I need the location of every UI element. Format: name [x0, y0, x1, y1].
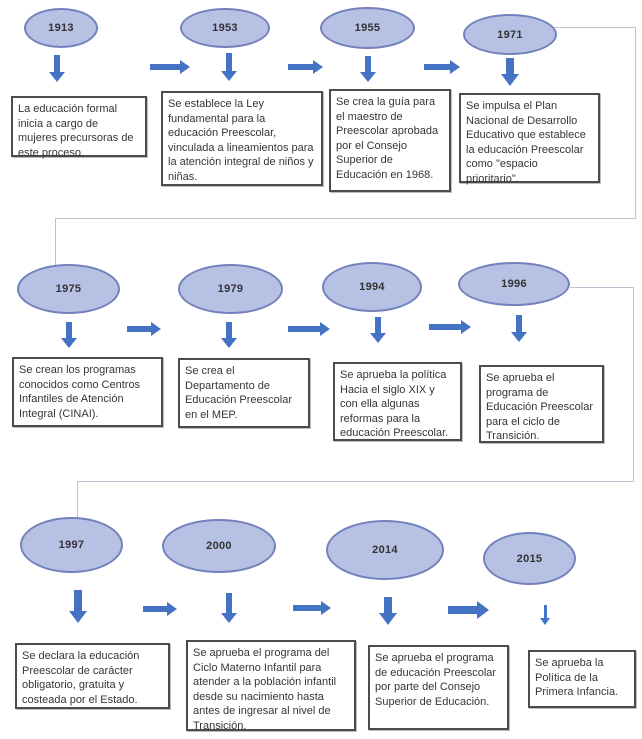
down-arrow-2015: [540, 605, 550, 625]
flow-arrow-1913-1953: [150, 60, 190, 74]
event-box-1994: Se aprueba la política Hacia el siglo XI…: [333, 362, 462, 441]
event-box-1913: La educación formal inicia a cargo de mu…: [11, 96, 147, 159]
flow-arrow-1997-2000: [143, 602, 177, 616]
year-label-1979: 1979: [217, 283, 244, 295]
flow-arrow-2000-2014: [293, 601, 331, 615]
year-ellipse-2015: 2015: [483, 532, 576, 585]
event-box-2014: Se aprueba el programa de educación Pree…: [368, 645, 509, 730]
down-arrow-2000: [221, 593, 237, 623]
event-box-2015: Se aprueba la Política de la Primera Inf…: [528, 650, 636, 708]
year-ellipse-1996: 1996: [458, 262, 570, 306]
down-arrow-1955: [360, 56, 376, 82]
year-ellipse-1971: 1971: [463, 14, 557, 55]
row-connector-1971-1975-seg1: [554, 27, 635, 28]
year-label-1955: 1955: [354, 22, 381, 34]
row-connector-1996-1997-seg4: [77, 481, 78, 518]
event-box-1971: Se impulsa el Plan Nacional de Desarroll…: [459, 93, 600, 185]
down-arrow-2014: [379, 597, 397, 625]
year-label-1953: 1953: [212, 22, 238, 34]
year-ellipse-1997: 1997: [20, 517, 123, 573]
flow-arrow-1955-1971: [424, 60, 460, 74]
event-box-1997: Se declara la educación Preescolar de ca…: [15, 643, 170, 709]
down-arrow-1913: [49, 55, 65, 82]
row-connector-1996-1997-seg3: [77, 481, 634, 482]
year-label-1971: 1971: [497, 28, 523, 41]
flow-arrow-1975-1979: [127, 322, 161, 336]
flow-arrow-2014-2015: [448, 601, 489, 619]
year-ellipse-2000: 2000: [162, 519, 276, 573]
year-label-2015: 2015: [516, 552, 543, 565]
event-box-2000: Se aprueba el programa del Ciclo Materno…: [186, 640, 356, 732]
event-box-1953: Se establece la Ley fundamental para la …: [161, 91, 323, 186]
flow-arrow-1994-1996: [429, 320, 471, 334]
row-connector-1971-1975-seg3: [55, 218, 636, 219]
event-box-1996: Se aprueba el programa de Educación Pree…: [479, 365, 604, 443]
year-label-2014: 2014: [372, 544, 398, 556]
down-arrow-1997: [69, 590, 87, 623]
year-ellipse-1913: 1913: [24, 8, 98, 48]
year-label-2000: 2000: [206, 540, 232, 552]
down-arrow-1994: [370, 317, 386, 343]
down-arrow-1996: [511, 315, 527, 342]
year-label-1996: 1996: [501, 278, 527, 290]
year-ellipse-1979: 1979: [178, 264, 283, 314]
row-connector-1971-1975-seg4: [55, 218, 56, 265]
down-arrow-1971: [501, 58, 519, 86]
row-connector-1971-1975-seg2: [635, 27, 636, 218]
year-ellipse-1975: 1975: [17, 264, 120, 314]
row-connector-1996-1997-seg1: [570, 287, 633, 288]
event-box-1979: Se crea el Departamento de Educación Pre…: [178, 358, 310, 428]
flow-arrow-1979-1994: [288, 322, 330, 336]
year-label-1975: 1975: [55, 283, 82, 295]
year-ellipse-1955: 1955: [320, 7, 415, 49]
down-arrow-1979: [221, 322, 237, 348]
event-box-1975: Se crean los programas conocidos como Ce…: [12, 357, 163, 427]
row-connector-1996-1997-seg2: [633, 287, 634, 481]
flow-arrow-1953-1955: [288, 60, 323, 74]
year-ellipse-2014: 2014: [326, 520, 444, 580]
event-box-1955: Se crea la guía para el maestro de Prees…: [329, 89, 451, 192]
year-label-1997: 1997: [58, 539, 85, 551]
down-arrow-1953: [221, 53, 237, 81]
year-ellipse-1994: 1994: [322, 262, 422, 312]
year-ellipse-1953: 1953: [180, 8, 270, 48]
down-arrow-1975: [61, 322, 77, 348]
year-label-1994: 1994: [359, 281, 385, 293]
year-label-1913: 1913: [48, 22, 74, 34]
